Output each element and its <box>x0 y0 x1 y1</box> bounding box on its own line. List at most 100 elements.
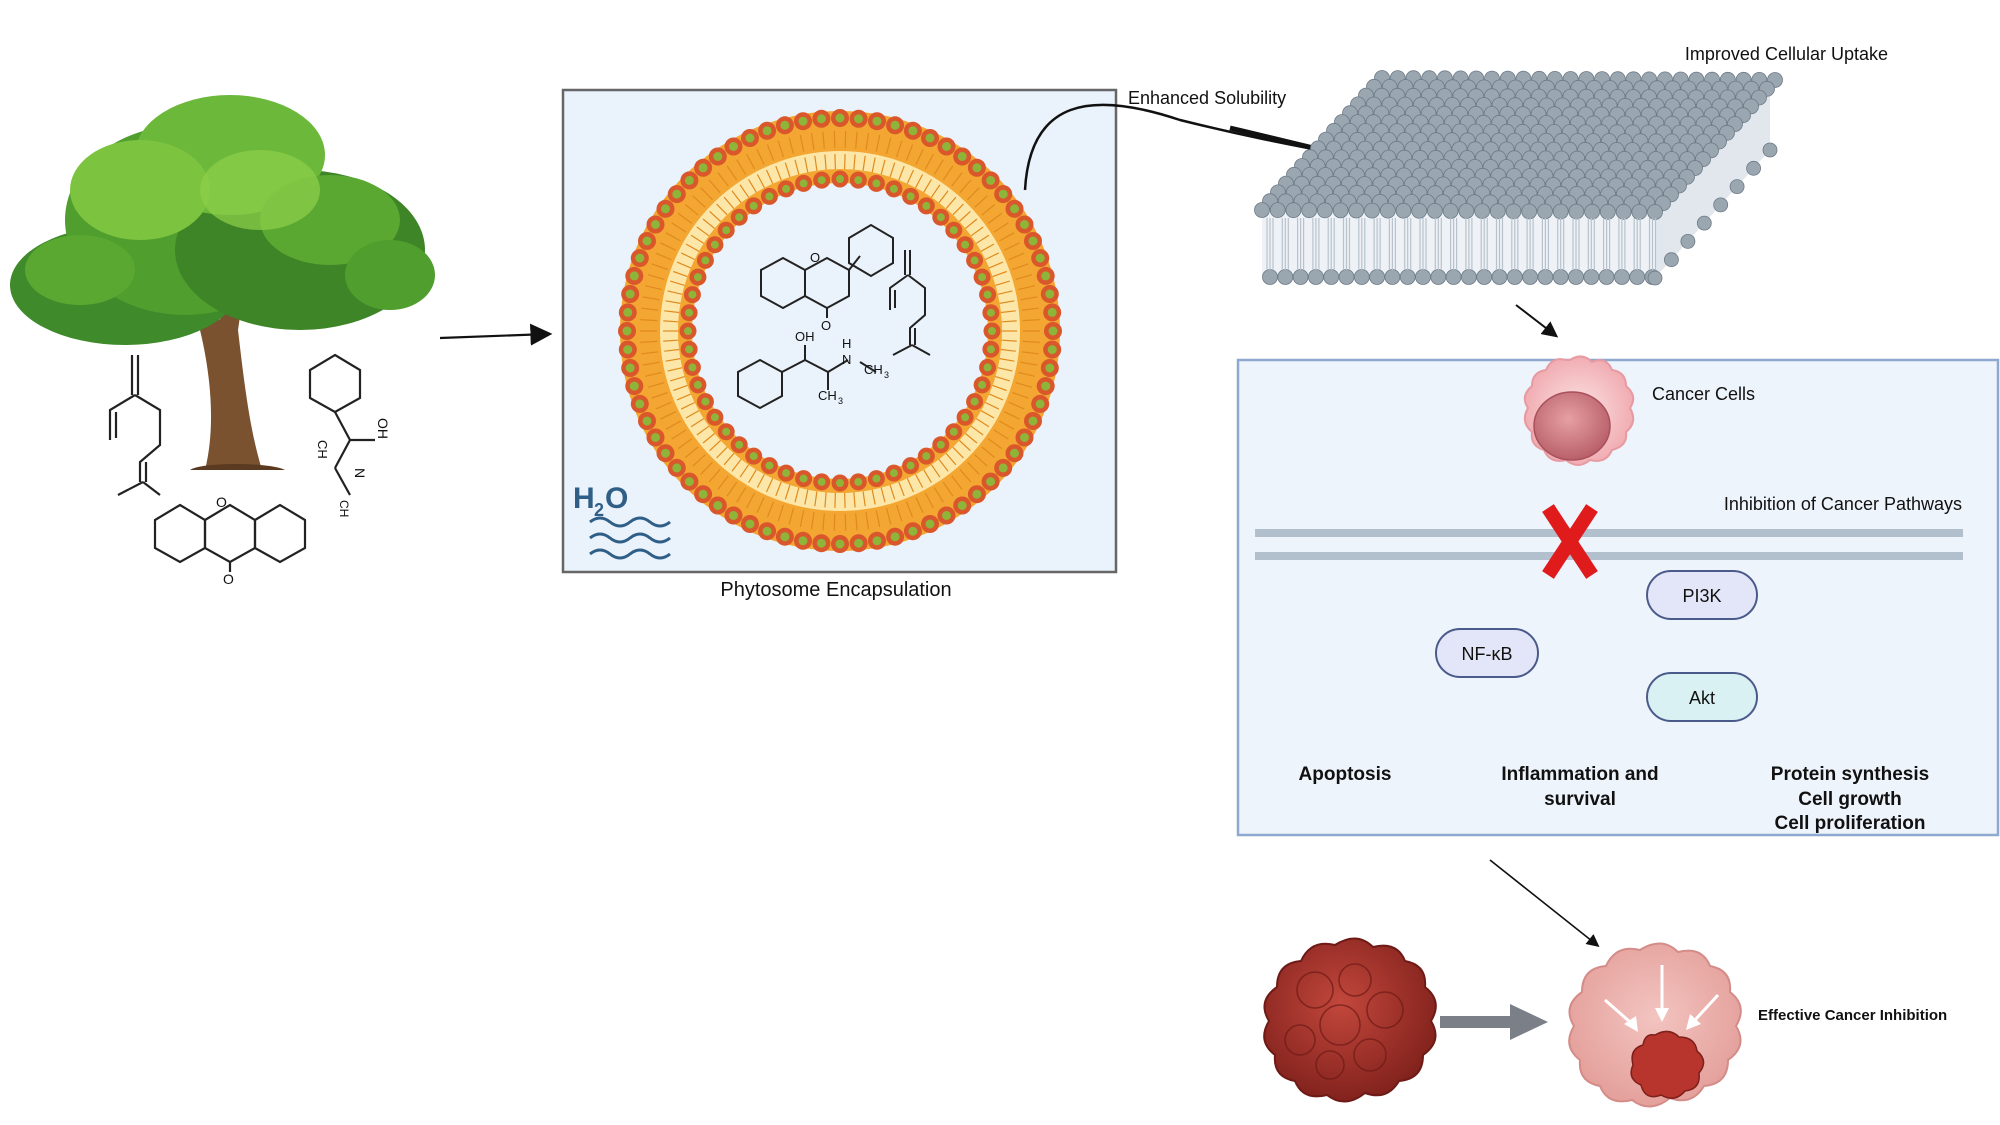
lipid-head-center <box>872 179 881 188</box>
lipid-tail <box>997 367 1013 372</box>
membrane-head-bottom <box>1583 269 1600 285</box>
inhibition-pathways-label: Inhibition of Cancer Pathways <box>1724 494 1962 514</box>
lipid-head-center <box>890 120 900 130</box>
lipid-tail <box>664 348 680 352</box>
lipid-tail <box>988 393 1004 401</box>
membrane-head <box>1505 203 1522 220</box>
lipid-tail <box>924 492 934 509</box>
lipid-tail <box>981 446 996 459</box>
lipid-tail <box>862 155 866 171</box>
membrane-head <box>1364 202 1380 219</box>
lipid-tail <box>993 429 1009 440</box>
membrane-front <box>1262 210 1655 278</box>
membrane-head <box>1568 203 1585 220</box>
lipid-tail <box>959 179 972 194</box>
lipid-head-center <box>780 532 790 542</box>
cancer-cells-label: Cancer Cells <box>1652 384 1755 404</box>
lipid-head-center <box>799 179 808 188</box>
lipid-head-center <box>925 519 935 529</box>
membrane-head-bottom <box>1399 269 1416 285</box>
lipid-tail <box>692 195 706 208</box>
lipid-tail <box>660 411 677 420</box>
lipid-tail <box>915 497 924 514</box>
lipid-tail <box>655 252 672 261</box>
water-label: H 2 O <box>573 482 628 520</box>
lipid-tail <box>992 384 1007 392</box>
lipid-head-center <box>625 289 635 299</box>
lipid-head-center <box>942 142 951 151</box>
membrane-head-bottom <box>1445 269 1462 285</box>
ch3-label-left: CH <box>315 440 330 459</box>
blocked-x-icon <box>1542 504 1598 579</box>
flavone-structure-inner <box>760 223 894 318</box>
lipid-tail <box>834 154 836 170</box>
arrow-membrane-to-pathway <box>1515 304 1559 338</box>
lipid-tail <box>784 484 791 500</box>
pathway-panel: Cancer Cells Inhibition of Cancer Pathwa… <box>1236 355 2000 837</box>
lipid-tail <box>875 510 881 528</box>
lipid-tail <box>844 492 846 508</box>
lipid-head-center <box>972 163 982 173</box>
lipid-head-center <box>961 240 970 249</box>
h2o-h: H <box>573 482 595 515</box>
shrink-arrow <box>1440 1004 1548 1040</box>
lipid-tail <box>708 468 721 483</box>
membrane-head <box>1631 203 1648 220</box>
ch3-label-left-2: CH <box>337 500 351 517</box>
lipid-tail <box>665 300 681 304</box>
lipid-tail <box>775 165 782 181</box>
lipid-tail <box>690 234 705 244</box>
lipid-tail <box>871 489 876 505</box>
akt-label: Akt <box>1689 688 1715 708</box>
lipid-tail <box>685 243 700 252</box>
lipid-tail <box>647 382 665 388</box>
lipid-tail <box>804 489 809 505</box>
lipid-head-center <box>957 501 967 510</box>
lipid-head-center <box>906 192 915 201</box>
lipid-tail <box>985 401 1000 410</box>
lipid-head-center <box>906 461 915 470</box>
lipid-tail <box>748 179 757 193</box>
lipid-tail <box>766 501 775 518</box>
lipid-tail <box>717 475 729 490</box>
lipid-tail <box>748 469 757 483</box>
lipid-head-center <box>1028 416 1038 426</box>
lipid-tail <box>824 492 827 508</box>
membrane-head <box>1395 202 1412 219</box>
lipid-tail <box>975 234 990 244</box>
membrane-head-side <box>1664 252 1679 268</box>
lipid-head-center <box>688 290 697 299</box>
lipid-head-center <box>854 114 864 124</box>
lipid-head-center <box>986 477 996 487</box>
lipid-head-center <box>988 327 996 335</box>
lipid-tail <box>660 242 677 251</box>
membrane-head-bottom <box>1491 269 1508 285</box>
membrane-head-bottom <box>1476 269 1493 285</box>
lipid-head-center <box>782 469 791 478</box>
lipid-tail <box>640 319 658 322</box>
lipid-head-center <box>745 133 755 143</box>
lipid-head-center <box>978 273 987 282</box>
nfkb-node: NF-κB <box>1435 628 1539 678</box>
lipid-tail <box>885 137 892 155</box>
membrane-head <box>1489 203 1506 220</box>
lipid-tail <box>880 159 886 175</box>
lipid-tail <box>997 290 1013 295</box>
lipid-tail <box>880 487 886 503</box>
lipid-tail <box>1021 351 1039 355</box>
lipid-tail <box>664 310 680 314</box>
nh-label-inner: H <box>842 336 851 351</box>
lipid-tail <box>855 513 858 531</box>
lipid-tail <box>871 157 876 173</box>
lipid-tail <box>930 464 941 478</box>
lipid-head-center <box>835 113 845 123</box>
membrane-head-bottom <box>1461 269 1477 285</box>
lipid-head-center <box>672 463 682 473</box>
lipid-tail <box>865 132 870 150</box>
lipid-tail <box>906 478 915 493</box>
lipid-head-center <box>729 511 738 520</box>
lipid-head-center <box>970 397 979 406</box>
membrane-head <box>1379 202 1396 219</box>
lipid-head-center <box>1041 381 1051 391</box>
lipid-head-center <box>701 397 710 406</box>
